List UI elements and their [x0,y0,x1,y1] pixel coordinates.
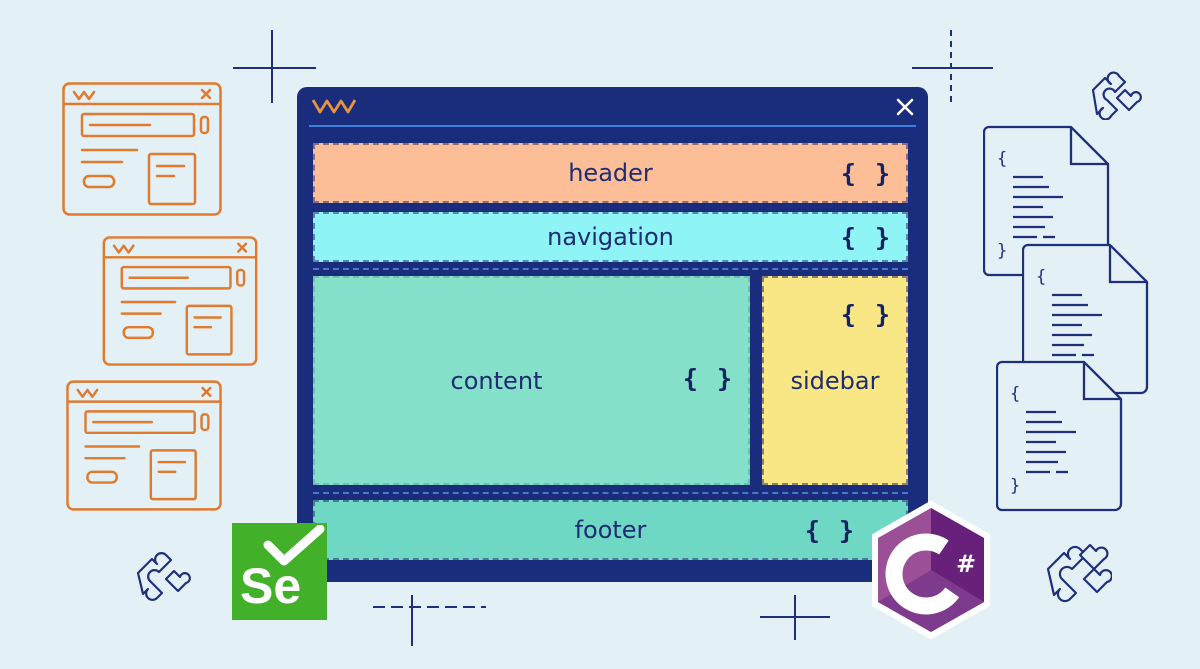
puzzle-piece-icon [1046,543,1112,603]
csharp-logo: # [868,500,994,640]
puzzle-piece-icon [1091,71,1142,120]
sidebar-label: sidebar [790,366,880,395]
section-divider [313,268,908,270]
content-label: content [450,366,543,395]
content-region: content { } [313,276,750,485]
code-file-icon-2: { } [1022,243,1149,395]
sidebar-region: sidebar { } [762,276,908,485]
header-label: header [568,159,653,187]
navigation-brace: { } [840,223,892,252]
footer-label: footer [574,516,647,544]
browser-window-icon-3 [66,380,222,511]
code-file-icon-3: { } [996,360,1123,512]
close-icon[interactable] [895,97,915,117]
section-divider [313,492,908,494]
header-region: header { } [313,143,908,203]
open-brace-text: { [1036,267,1047,287]
checkmark-icon [263,525,325,566]
code-file-icon-1: { } [983,125,1110,277]
open-brace-text: { [997,149,1008,169]
browser-window-icon-2 [102,236,258,366]
footer-region: footer { } [313,500,908,560]
sidebar-brace: { } [840,300,892,329]
puzzle-piece-icon [136,552,191,601]
layout-window: header { } navigation { } content { } si… [297,87,928,582]
footer-brace: { } [804,516,856,545]
open-brace-text: { [1010,384,1021,404]
header-brace: { } [840,159,892,188]
title-bar-divider [309,125,916,127]
close-brace-text: } [1010,476,1021,496]
selenium-logo-text: Se [240,558,302,614]
close-brace-text: } [997,241,1008,261]
browser-window-icon-1 [62,82,222,216]
content-brace: { } [682,364,734,393]
csharp-hexagon-icon [872,500,990,640]
navigation-label: navigation [547,223,674,251]
csharp-logo-text: # [956,550,977,578]
selenium-logo: Se [232,523,327,620]
window-logo-icon [311,99,357,114]
navigation-region: navigation { } [313,212,908,262]
